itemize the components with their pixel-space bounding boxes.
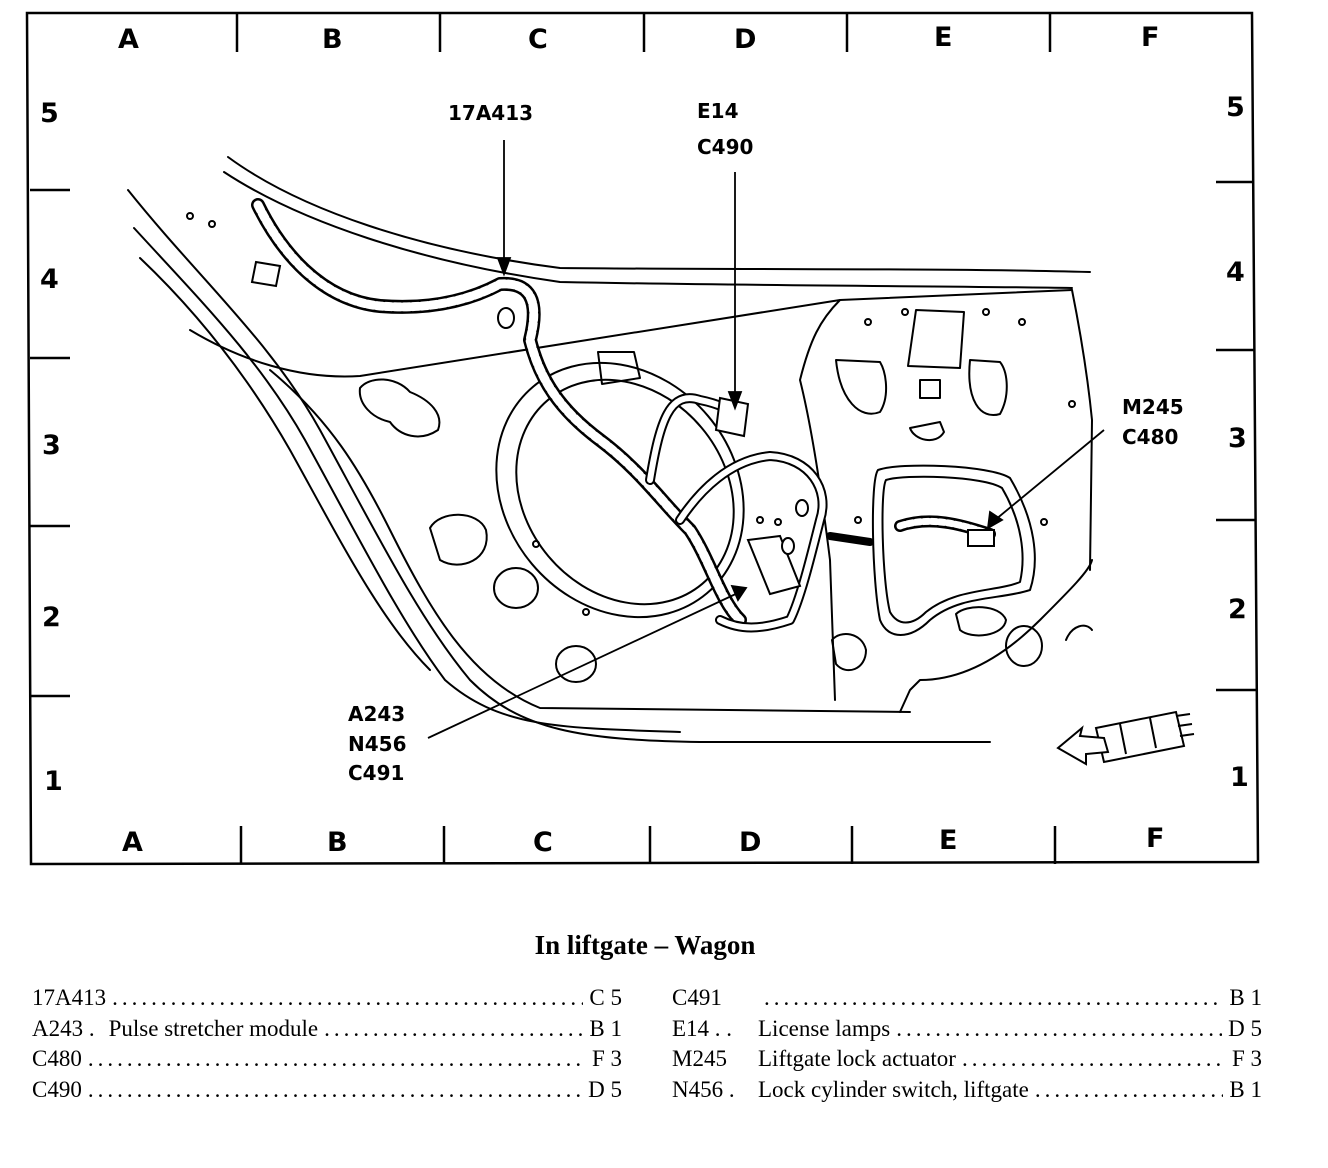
legend-location: B 1	[1229, 985, 1262, 1010]
legend-code: C480	[32, 1046, 82, 1071]
row-label-right-5: 5	[1226, 92, 1245, 123]
column-label-bottom-d: D	[739, 827, 761, 858]
top-column-dividers	[235, 13, 1052, 52]
a243-module-body	[746, 534, 802, 596]
liftgate-diagram: A B C D E F A B C D E F 5 4 3 2 1 5 4 3 …	[25, 11, 1260, 866]
legend-leader-dots	[324, 1016, 583, 1042]
callout-leaders	[427, 140, 1105, 739]
legend-leader-dots	[88, 1046, 586, 1072]
legend-description: Pulse stretcher module	[108, 1015, 319, 1041]
callout-a243: A243	[348, 702, 405, 726]
column-label-top-c: C	[528, 24, 548, 55]
legend-location: D 5	[1228, 1015, 1262, 1041]
legend-code: E14 . .	[672, 1015, 733, 1041]
legend-location: F 3	[591, 1046, 622, 1071]
legend-location: B 1	[1229, 1076, 1262, 1102]
row-label-left-3: 3	[42, 430, 61, 461]
column-label-bottom-a: A	[122, 827, 143, 858]
top-left-connector-body	[250, 260, 282, 288]
legend-code: N456 .	[672, 1076, 735, 1102]
legend-leader-dots	[112, 985, 583, 1011]
row-label-right-3: 3	[1228, 423, 1247, 454]
figure-caption: In liftgate – Wagon	[534, 930, 756, 960]
legend-leader-dots	[962, 1046, 1226, 1072]
legend-leader-dots	[896, 1016, 1222, 1042]
legend-left-column: 17A413 C 5 A243 . Pulse stretcher module…	[32, 985, 622, 1107]
legend-row: C480 F 3	[32, 1046, 622, 1077]
callout-m245: M245	[1122, 395, 1184, 419]
column-label-bottom-b: B	[327, 827, 348, 858]
callout-17a413: 17A413	[448, 101, 533, 125]
legend-location: C 5	[589, 985, 622, 1010]
legend-code: M245	[672, 1046, 727, 1071]
legend-location: F 3	[1231, 1046, 1262, 1071]
legend-code: 17A413	[32, 985, 107, 1010]
callout-c480: C480	[1122, 425, 1178, 449]
callout-e14: E14	[697, 99, 739, 123]
row-label-right-4: 4	[1226, 257, 1245, 288]
column-label-top-a: A	[118, 24, 139, 55]
left-row-dividers	[30, 188, 70, 698]
row-label-left-5: 5	[40, 98, 59, 129]
row-label-left-4: 4	[40, 264, 59, 295]
legend-row: C490 D 5	[32, 1077, 622, 1108]
callout-c491: C491	[348, 761, 404, 785]
legend-code: A243 .	[32, 1015, 95, 1041]
c490-connector-body	[714, 396, 750, 438]
legend-row: N456 . Lock cylinder switch, liftgate B …	[672, 1077, 1262, 1108]
column-label-top-d: D	[734, 24, 756, 55]
column-label-top-b: B	[322, 24, 343, 55]
front-arrow-icon	[1056, 710, 1195, 766]
c480-connector-body	[967, 529, 995, 547]
column-label-bottom-e: E	[939, 825, 957, 856]
legend-row: A243 . Pulse stretcher module B 1	[32, 1016, 622, 1047]
row-label-right-2: 2	[1228, 594, 1247, 625]
bottom-column-dividers	[239, 826, 1057, 864]
wiring-harness	[251, 198, 996, 633]
connector-shapes	[250, 260, 995, 596]
legend-code: C490	[32, 1076, 82, 1102]
column-label-bottom-c: C	[533, 827, 553, 858]
column-label-top-f: F	[1141, 22, 1159, 53]
legend-location: B 1	[589, 1015, 622, 1041]
legend-description: Liftgate lock actuator	[758, 1046, 956, 1071]
legend-row: 17A413 C 5	[32, 985, 622, 1016]
callout-c490: C490	[697, 135, 753, 159]
column-label-top-e: E	[934, 22, 952, 53]
legend-right-column: C491 B 1 E14 . . License lamps D 5 M245 …	[672, 985, 1262, 1107]
row-label-left-2: 2	[42, 602, 61, 633]
row-label-right-1: 1	[1230, 762, 1249, 793]
row-label-left-1: 1	[44, 766, 63, 797]
legend-description: License lamps	[758, 1015, 891, 1041]
legend-row: C491 B 1	[672, 985, 1262, 1016]
legend-code: C491	[672, 985, 722, 1010]
diagram-frame	[25, 11, 1260, 866]
column-label-bottom-f: F	[1146, 823, 1164, 854]
callout-n456: N456	[348, 732, 407, 756]
legend-row: E14 . . License lamps D 5	[672, 1016, 1262, 1047]
legend-leader-dots	[88, 1077, 582, 1103]
legend-leader-dots	[1035, 1077, 1224, 1103]
legend-row: M245 Liftgate lock actuator F 3	[672, 1046, 1262, 1077]
legend-location: D 5	[588, 1076, 622, 1102]
legend-description: Lock cylinder switch, liftgate	[758, 1076, 1029, 1102]
right-row-dividers	[1216, 180, 1257, 692]
legend-leader-dots	[764, 985, 1223, 1011]
